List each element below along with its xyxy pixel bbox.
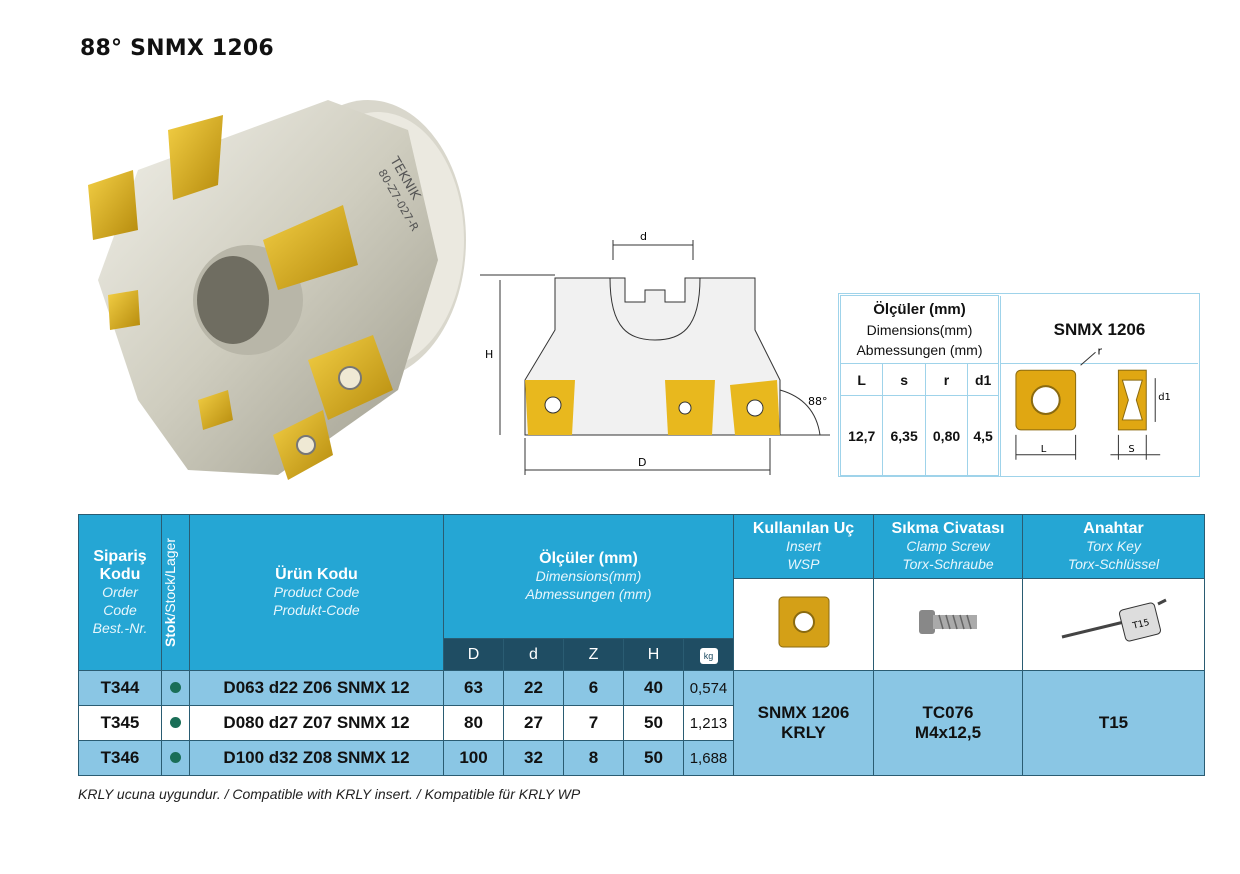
insert-dimension-table: Ölçüler (mm) Dimensions(mm) Abmessungen … bbox=[839, 295, 999, 476]
order-code: T345 bbox=[78, 705, 162, 741]
col-s: s bbox=[882, 363, 926, 396]
dim-Z: 7 bbox=[563, 705, 624, 741]
key-tag: T15 bbox=[1130, 618, 1150, 632]
val-L: 12,7 bbox=[839, 395, 884, 476]
label-S: S bbox=[1128, 444, 1134, 455]
screw-image-cell bbox=[873, 578, 1023, 671]
subcol-Z: Z bbox=[563, 638, 624, 671]
product-code: D100 d32 Z08 SNMX 12 bbox=[189, 740, 444, 776]
label-d: d bbox=[640, 230, 647, 243]
col-d1: d1 bbox=[967, 363, 999, 396]
subcol-H: H bbox=[623, 638, 684, 671]
product-code: D063 d22 Z06 SNMX 12 bbox=[189, 670, 444, 706]
val-d1: 4,5 bbox=[967, 395, 999, 476]
dim-Z: 8 bbox=[563, 740, 624, 776]
label-H: H bbox=[485, 348, 493, 361]
col-L: L bbox=[839, 363, 884, 396]
label-d1: d1 bbox=[1158, 392, 1171, 403]
page-title: 88° SNMX 1206 bbox=[80, 36, 274, 61]
header-dimensions: Ölçüler (mm) Dimensions(mm)Abmessungen (… bbox=[443, 514, 734, 639]
label-D: D bbox=[638, 456, 646, 469]
order-code: T346 bbox=[78, 740, 162, 776]
dim-D: 100 bbox=[443, 740, 504, 776]
label-r: r bbox=[1098, 344, 1103, 357]
dim-D: 63 bbox=[443, 670, 504, 706]
insert-title: SNMX 1206 bbox=[1000, 296, 1198, 364]
insert-image-cell bbox=[733, 578, 874, 671]
val-r: 0,80 bbox=[924, 395, 969, 476]
dim-H: 40 bbox=[623, 670, 684, 706]
subcol-D: D bbox=[443, 638, 504, 671]
footnote: KRLY ucuna uygundur. / Compatible with K… bbox=[78, 786, 581, 802]
order-code: T344 bbox=[78, 670, 162, 706]
insert-icon bbox=[778, 596, 829, 648]
technical-drawing: d H D 88° bbox=[480, 230, 830, 475]
stock-dot bbox=[161, 705, 190, 741]
weight: 1,213 bbox=[683, 705, 734, 741]
torx-key-icon: T15 bbox=[1061, 598, 1167, 642]
subcol-d: d bbox=[503, 638, 564, 671]
weight: 1,688 bbox=[683, 740, 734, 776]
dim-d: 32 bbox=[503, 740, 564, 776]
dim-d: 27 bbox=[503, 705, 564, 741]
key-image-cell: T15 bbox=[1022, 578, 1205, 671]
dim-header: Ölçüler (mm) Dimensions(mm) Abmessungen … bbox=[840, 295, 999, 364]
dim-d: 22 bbox=[503, 670, 564, 706]
dim-D: 80 bbox=[443, 705, 504, 741]
label-angle: 88° bbox=[808, 395, 828, 408]
stock-dot bbox=[161, 740, 190, 776]
val-s: 6,35 bbox=[882, 395, 926, 476]
milling-cutter-image: TEKNIK 80-Z7-027-R bbox=[88, 100, 466, 480]
col-r: r bbox=[924, 363, 969, 396]
weight-icon: kg bbox=[683, 638, 734, 671]
key-code: T15 bbox=[1022, 670, 1205, 776]
product-code: D080 d27 Z07 SNMX 12 bbox=[189, 705, 444, 741]
header-stock: Stok/Stock/Lager bbox=[161, 514, 190, 671]
screw-icon bbox=[919, 610, 977, 634]
dim-H: 50 bbox=[623, 740, 684, 776]
weight: 0,574 bbox=[683, 670, 734, 706]
stock-dot bbox=[161, 670, 190, 706]
insert-drawing: r d1 L S bbox=[1000, 340, 1171, 476]
table-row: T344 D063 d22 Z06 SNMX 12 63 22 6 40 0,5… bbox=[78, 670, 1205, 776]
dim-Z: 6 bbox=[563, 670, 624, 706]
dimension-box bbox=[838, 293, 1200, 477]
dim-H: 50 bbox=[623, 705, 684, 741]
label-L: L bbox=[1041, 444, 1047, 455]
